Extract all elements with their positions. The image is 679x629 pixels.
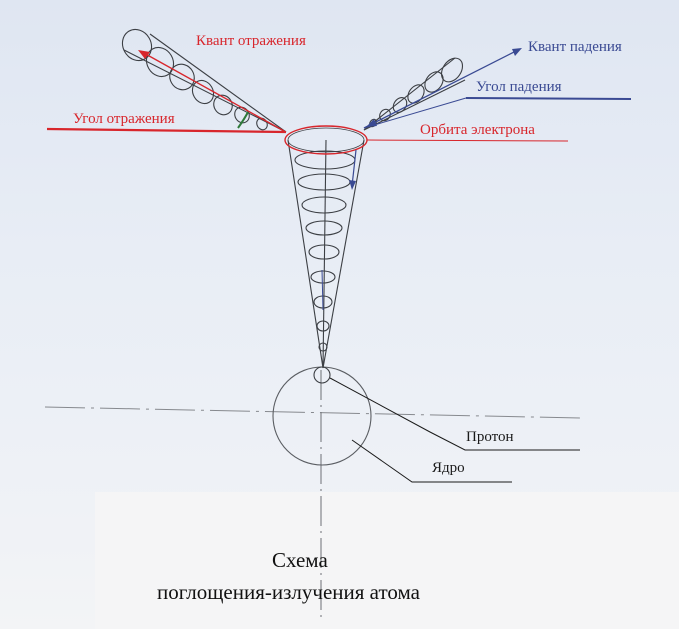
- incidence-angle-underline: [466, 98, 631, 99]
- proton-circle: [314, 367, 330, 383]
- nucleus-circle: [273, 367, 371, 465]
- proton-label: Протон: [466, 430, 514, 445]
- caption-title: Схема: [272, 548, 328, 573]
- caption-subtitle: поглощения-излучения атома: [157, 580, 420, 605]
- horizontal-axis: [45, 407, 580, 418]
- reflection-angle-underline: [47, 129, 286, 132]
- incident-quantum-label: Квант падения: [528, 40, 622, 55]
- reflection-angle-label: Угол отражения: [73, 112, 175, 127]
- incident-cone: [364, 54, 467, 130]
- incidence-angle-label: Угол падения: [476, 80, 562, 95]
- reflected-quantum-label: Квант отражения: [196, 34, 306, 49]
- vertical-cone: [288, 140, 364, 368]
- nucleus-label: Ядро: [432, 461, 465, 476]
- electron-orbit-label: Орбита электрона: [420, 123, 535, 138]
- orbit-leader: [367, 140, 568, 141]
